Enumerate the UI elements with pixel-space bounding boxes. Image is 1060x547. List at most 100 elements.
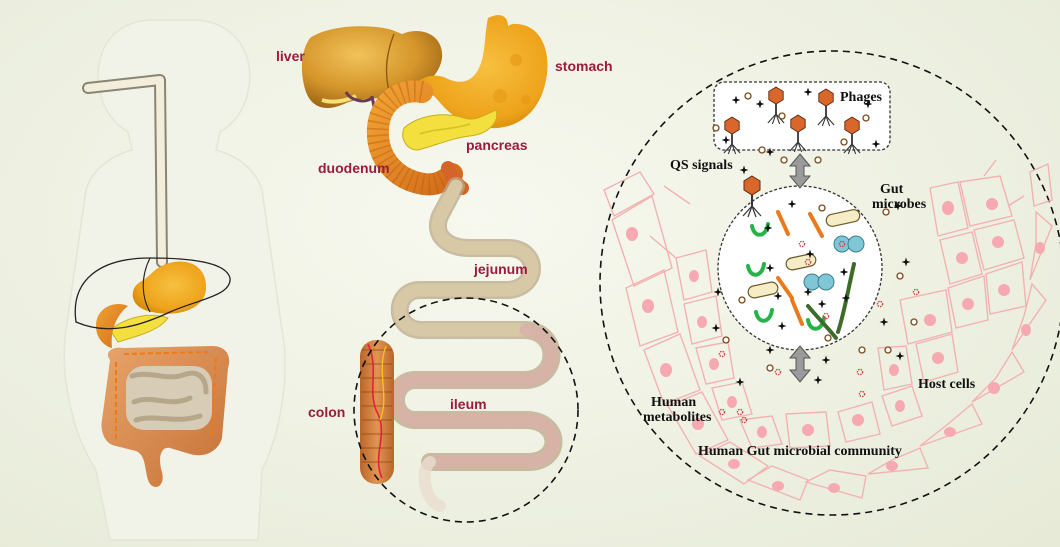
phage-icon (843, 116, 861, 155)
label-stomach: stomach (555, 58, 613, 74)
metabolite-particle (774, 368, 782, 376)
metabolite-dot (766, 364, 774, 372)
phage-icon (723, 116, 741, 155)
metabolite-dot (712, 124, 720, 132)
stomach-small (132, 261, 207, 314)
metabolite-particle (736, 408, 744, 416)
label-qs-signals: QS signals (670, 158, 733, 173)
esophagus-small (82, 74, 168, 268)
pancreas (402, 109, 498, 151)
metabolite-particle (876, 300, 884, 308)
phage-icon (767, 86, 785, 125)
qs-signal-star (817, 299, 827, 309)
label-gut-microbes-line2: microbes (872, 197, 927, 212)
stomach (412, 15, 548, 129)
label-pancreas: pancreas (466, 137, 528, 153)
qs-signal-star (765, 147, 775, 157)
phage-icon (789, 114, 807, 153)
metabolite-particle (858, 390, 866, 398)
up-arrow-phages (788, 153, 812, 189)
label-gut-microbes: Gut microbes (872, 182, 926, 212)
pancreas-small (96, 304, 169, 348)
label-host-cells: Host cells (918, 377, 976, 392)
qs-signal-star (803, 287, 813, 297)
label-human-metabolites-line2: metabolites (643, 410, 712, 425)
qs-signal-star (763, 223, 773, 233)
coccus-bacterium (817, 273, 835, 291)
metabolite-dot (824, 334, 832, 342)
qs-signal-star (713, 287, 723, 297)
orange-bacterium (776, 276, 794, 300)
label-colon: colon (308, 404, 346, 420)
metabolite-dot (722, 336, 730, 344)
green-bacterium (754, 308, 774, 323)
community-circle (599, 50, 1060, 516)
label-liver: liver (276, 48, 305, 64)
metabolite-particle (718, 350, 726, 358)
rod-bacterium (785, 253, 817, 271)
label-gut-microbes-line1: Gut (880, 182, 904, 197)
green-bacterium (746, 262, 766, 277)
qs-signal-star (821, 355, 831, 365)
metabolite-particle (912, 288, 920, 296)
metabolite-dot (882, 208, 890, 216)
metabolite-particle (804, 258, 812, 266)
qs-signal-star (765, 345, 775, 355)
metabolite-dot (818, 204, 826, 212)
host-cell-nuclei (626, 198, 1045, 493)
phages-box (713, 81, 891, 151)
qs-signal-star (739, 165, 749, 175)
phage-group (723, 86, 861, 218)
metabolite-particle (798, 240, 806, 248)
signal-group (711, 87, 920, 424)
label-human-metabolites-line1: Human (651, 395, 697, 410)
qs-signal-star (863, 99, 873, 109)
label-human-metabolites: Human metabolites (643, 395, 711, 425)
qs-signal-star (777, 321, 787, 331)
metabolite-dot (814, 156, 822, 164)
coccus-bacterium (847, 235, 865, 253)
phage-icon (817, 88, 835, 127)
qs-signal-star (901, 257, 911, 267)
qs-signal-star (731, 95, 741, 105)
qs-signal-star (805, 249, 815, 259)
orange-bacterium (790, 298, 804, 326)
rod-bacterium (825, 209, 861, 227)
qs-signal-star (839, 267, 849, 277)
metabolite-particle (718, 408, 726, 416)
label-ileum: ileum (450, 396, 487, 412)
arrow-host (788, 345, 812, 383)
metabolite-dot (858, 346, 866, 354)
metabolite-dot (896, 272, 904, 280)
qs-signal-star (879, 317, 889, 327)
liver-outline-small (74, 257, 231, 330)
large-intestine-small (101, 346, 230, 487)
label-community-title: Human Gut microbial community (698, 444, 902, 459)
microbe-group (746, 209, 865, 340)
zoom-circle (353, 297, 579, 523)
orange-bacterium (808, 212, 824, 238)
metabolite-particle (822, 312, 830, 320)
metabolite-particle (740, 416, 748, 424)
qs-signal-star (841, 293, 851, 303)
metabolite-dot (862, 114, 870, 122)
qs-signal-star (893, 201, 903, 211)
orange-bacterium (776, 210, 790, 236)
qs-signal-star (765, 263, 775, 273)
metabolite-dot (738, 296, 746, 304)
qs-signal-star (803, 87, 813, 97)
metabolite-dot (744, 92, 752, 100)
qs-signal-star (813, 375, 823, 385)
long-rod-bacterium (806, 304, 838, 340)
metabolite-dot (840, 138, 848, 146)
qs-signal-star (895, 351, 905, 361)
qs-signal-star (773, 291, 783, 301)
qs-signal-star (755, 99, 765, 109)
label-jejunum: jejunum (474, 261, 528, 277)
metabolite-dot (758, 146, 766, 154)
metabolite-dot (778, 112, 786, 120)
qs-signal-star (711, 323, 721, 333)
metabolite-dot (780, 156, 788, 164)
